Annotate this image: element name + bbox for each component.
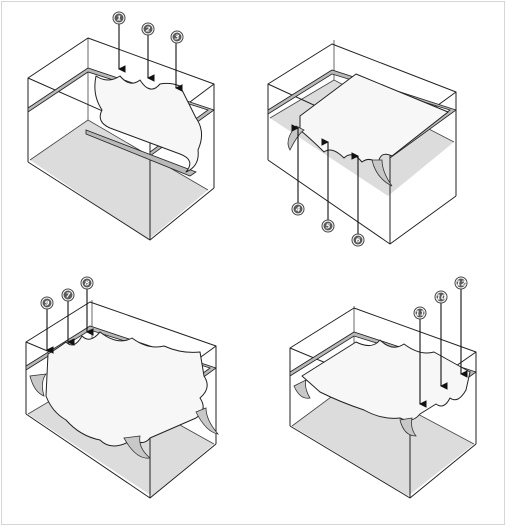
label-badge-5: 5 (321, 219, 335, 233)
label-badge-2: 2 (141, 22, 155, 36)
svg-text:12: 12 (456, 280, 466, 288)
label-badge-7: 7 (61, 288, 75, 302)
label-badge-4: 4 (291, 202, 305, 216)
panel-1-rail (85, 129, 197, 177)
panel-1-floor (30, 120, 208, 240)
label-badge-1: 1 (112, 11, 126, 25)
label-badge-11: 11 (413, 306, 427, 320)
label-badge-6: 6 (351, 233, 365, 247)
label-badge-10: 10 (434, 290, 448, 304)
panel-4-floor (292, 380, 474, 496)
svg-text:10: 10 (436, 294, 446, 302)
svg-text:5: 5 (326, 223, 331, 231)
label-badge-9: 9 (40, 296, 54, 310)
svg-text:1: 1 (117, 15, 122, 23)
panel-1-cloth (94, 75, 202, 173)
svg-text:7: 7 (66, 292, 71, 300)
svg-text:6: 6 (356, 237, 361, 245)
svg-text:4: 4 (296, 206, 301, 214)
label-badge-8: 8 (80, 276, 94, 290)
panel-3: 9 7 8 (25, 276, 220, 499)
svg-text:11: 11 (415, 310, 425, 318)
label-badge-3: 3 (170, 30, 184, 44)
panel-3-cloth (45, 331, 208, 447)
svg-text:2: 2 (146, 26, 151, 34)
panel-1: 1 2 3 (27, 11, 215, 241)
panel-2: 4 5 6 (267, 40, 457, 247)
svg-text:9: 9 (45, 300, 50, 308)
svg-text:8: 8 (85, 280, 90, 288)
label-badge-12: 12 (454, 276, 468, 290)
panel-4-cloth (301, 339, 471, 421)
svg-text:3: 3 (175, 34, 180, 42)
panel-4: 11 10 12 (289, 276, 477, 499)
